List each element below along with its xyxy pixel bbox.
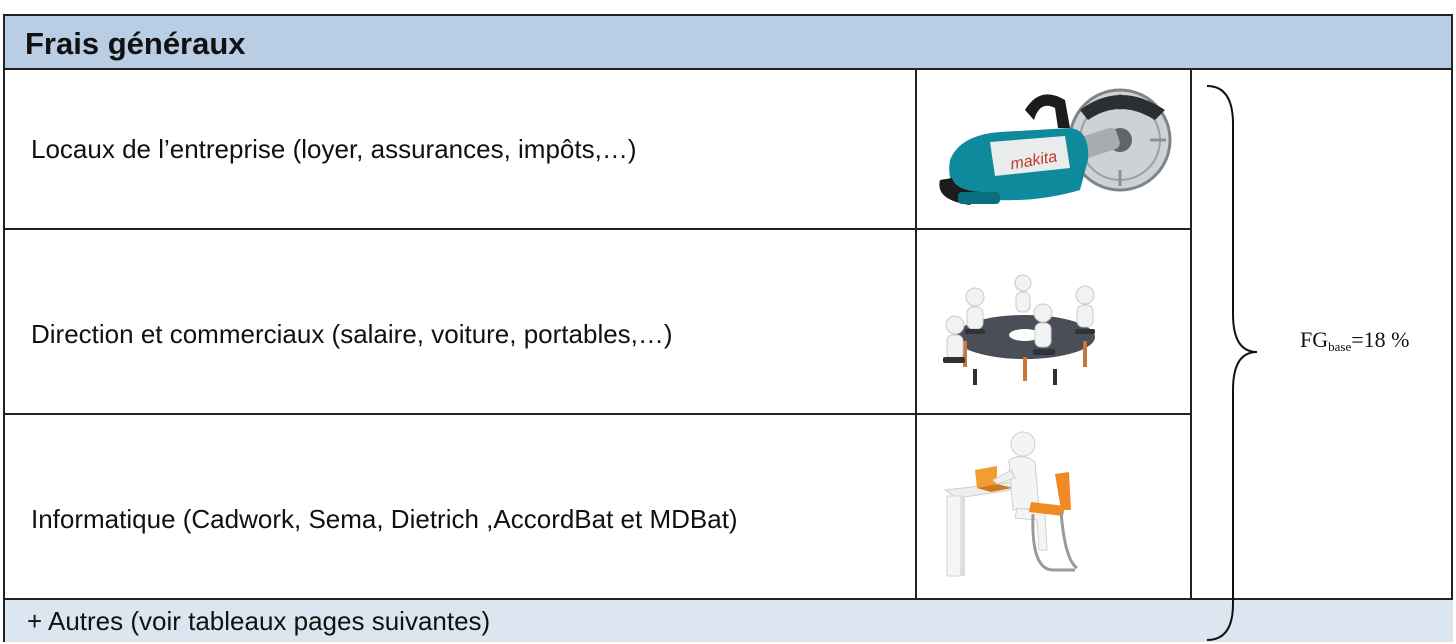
table-row: Informatique (Cadwork, Sema, Dietrich ,A… — [3, 415, 1193, 598]
computer-desk-image — [943, 431, 1078, 577]
footer-label: + Autres (voir tableaux pages suivantes) — [27, 606, 491, 636]
row-divider-2 — [3, 413, 1192, 415]
meeting-table-image — [943, 274, 1095, 385]
fg-value: =18 % — [1351, 327, 1410, 352]
column-divider-text-image — [915, 68, 917, 598]
brace-tail — [1206, 598, 1234, 641]
table-row: Locaux de l’entreprise (loyer, assurance… — [3, 70, 1193, 228]
row-divider-1 — [3, 228, 1192, 230]
cut-off-saw-image: makita — [939, 88, 1172, 205]
right-curly-brace — [1206, 85, 1258, 641]
table-row: Direction et commerciaux (salaire, voitu… — [3, 230, 1193, 413]
fg-subscript: base — [1328, 339, 1352, 354]
table-footer-row: + Autres (voir tableaux pages suivantes) — [3, 598, 1453, 642]
table-right-border — [1451, 68, 1453, 617]
row-label-locaux: Locaux de l’entreprise (loyer, assurance… — [31, 134, 637, 164]
fg-base-label: FGbase=18 % — [1300, 327, 1409, 355]
fg-prefix: FG — [1300, 327, 1329, 352]
row-label-direction: Direction et commerciaux (salaire, voitu… — [31, 319, 673, 349]
row-label-informatique: Informatique (Cadwork, Sema, Dietrich ,A… — [31, 504, 738, 534]
table-left-border — [3, 68, 5, 642]
table-header: Frais généraux — [3, 14, 1453, 70]
table-title: Frais généraux — [25, 26, 246, 61]
column-divider-image-summary — [1190, 68, 1192, 598]
